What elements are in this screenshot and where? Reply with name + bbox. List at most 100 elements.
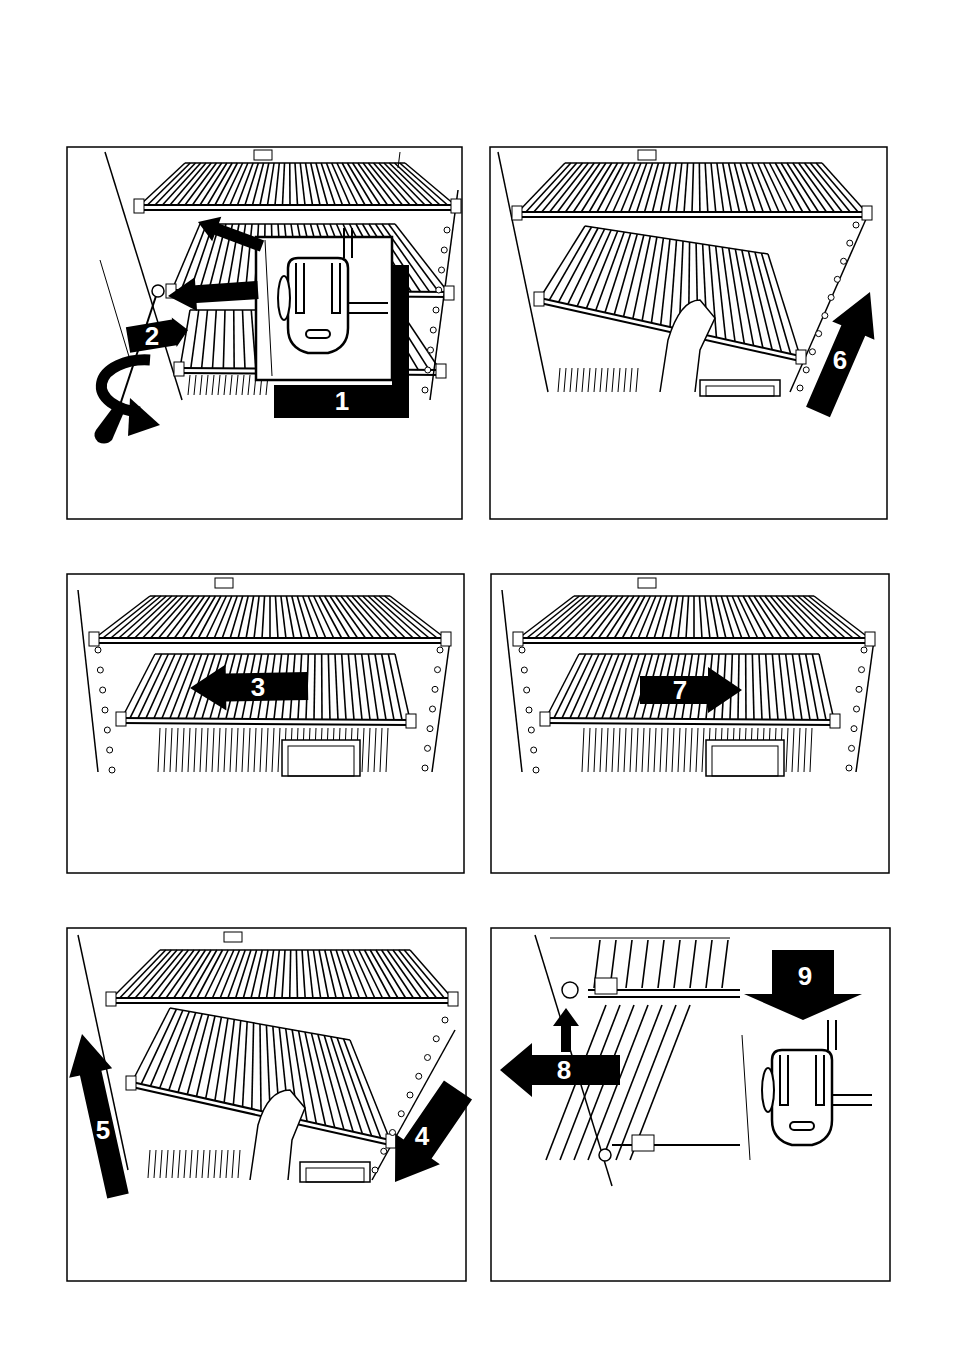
line [120,950,166,998]
line [362,728,364,772]
line [111,596,161,638]
line [368,728,370,772]
line [743,596,766,638]
line [112,1002,452,1004]
line [624,728,626,772]
line [772,654,778,720]
shelf-bracket [540,712,550,726]
line [238,1150,240,1178]
line [690,940,696,988]
shelf-stud [861,647,867,653]
panel-frame [491,574,889,873]
line [856,640,874,772]
line [803,596,853,638]
line [218,728,220,772]
shelf-stud [441,247,447,253]
line [218,375,220,395]
shelf-stud [97,667,103,673]
line [588,368,590,392]
panel-e [69,932,472,1198]
shelf-stud [834,276,840,282]
line [642,940,648,988]
drawer [706,740,784,776]
shelf-stud [372,1167,378,1173]
shelf-stud [390,1130,396,1136]
shelf-stud [847,240,853,246]
line [172,224,200,290]
line [755,252,782,352]
line [607,596,635,638]
line [559,228,599,302]
line [612,368,614,392]
shelf-bracket [134,199,144,213]
shelf-stud [526,707,532,713]
shelf-stud [846,765,852,771]
line [554,654,586,718]
line [502,590,522,772]
line [359,950,383,998]
panel-frame [67,928,466,1281]
shelf-stud [416,1073,422,1079]
line [616,1005,676,1160]
line [212,375,214,395]
line [806,654,818,720]
line [692,163,694,212]
line [331,1037,363,1134]
line [275,163,279,205]
shelf-bracket [865,632,875,646]
line [781,163,811,212]
line [176,728,178,772]
line [260,163,269,205]
line [246,596,254,638]
line [786,654,794,720]
line [519,642,869,644]
line [140,209,455,211]
panel-frame [491,928,890,1281]
line [527,596,580,638]
line [636,728,638,772]
line [382,654,394,720]
line [238,163,254,205]
shelf-stud [444,227,450,233]
line [154,1150,156,1178]
shelf-stud [436,287,442,293]
callout-number: 5 [96,1117,110,1143]
line [711,163,716,212]
line [230,596,243,638]
line [660,728,662,772]
line [311,163,320,205]
shelf-clip [762,1020,872,1145]
shelf-stud [533,767,539,773]
line [197,1016,216,1097]
line [759,654,762,720]
panel-a [94,150,461,444]
line [399,950,437,998]
panel-b [498,150,874,417]
line [197,950,223,998]
line [716,596,726,638]
line [543,596,591,638]
line [141,1009,176,1084]
line [224,1019,234,1102]
line [335,596,365,638]
line [599,596,629,638]
line [661,239,670,325]
line [296,950,297,998]
shelf-bracket [513,632,523,646]
line [577,230,611,306]
line [319,596,342,638]
callout-number: 6 [833,347,847,373]
line [308,950,313,998]
line [302,950,305,998]
line [95,642,445,644]
line [706,940,712,988]
line [267,950,274,998]
shelf-stud [797,385,803,391]
shelf-stud [531,747,537,753]
direction-arrow [190,664,308,710]
line [162,654,188,718]
line [214,1150,216,1178]
panel-frame [490,147,887,519]
line [262,596,265,638]
line [518,216,866,218]
